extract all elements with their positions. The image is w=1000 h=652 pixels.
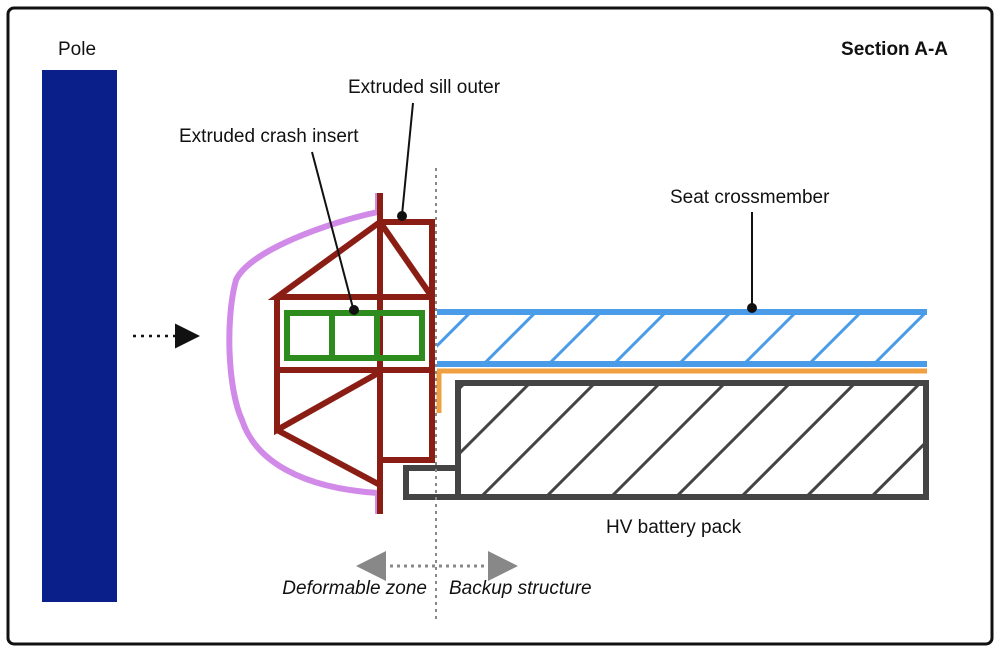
- pole-bar: [42, 70, 117, 602]
- seat-crossmember-dot: [747, 303, 757, 313]
- backup-structure-label: Backup structure: [449, 578, 592, 599]
- crash-insert-label: Extruded crash insert: [179, 126, 359, 147]
- crash-insert-dot: [349, 305, 359, 315]
- crash-insert: [284, 310, 425, 361]
- interface-strip: [436, 368, 927, 413]
- seat-crossmember: [437, 309, 927, 367]
- crash-insert-leader: [311, 151, 354, 309]
- battery-pack: [403, 380, 929, 500]
- battery-pack-label: HV battery pack: [606, 517, 742, 538]
- sill-outer-label: Extruded sill outer: [348, 77, 501, 98]
- sill-outer-dot: [397, 211, 407, 221]
- outer-trim: [226, 193, 381, 514]
- pole-label: Pole: [58, 39, 96, 60]
- deformable-zone-label: Deformable zone: [282, 578, 427, 599]
- section-title: Section A-A: [841, 39, 948, 60]
- sill-outer-leader: [401, 102, 414, 216]
- seat-crossmember-label: Seat crossmember: [670, 187, 830, 208]
- frame-border: [6, 6, 994, 646]
